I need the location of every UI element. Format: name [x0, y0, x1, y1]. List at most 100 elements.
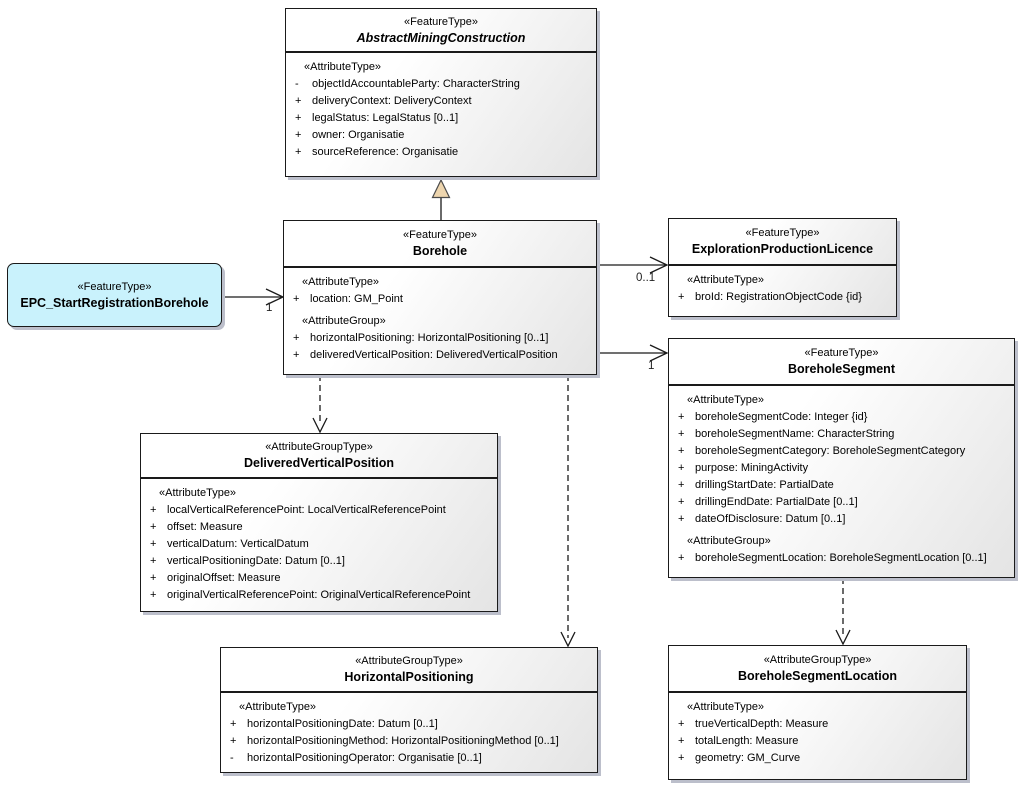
class-name: DeliveredVerticalPosition [243, 456, 395, 470]
attribute-text: sourceReference: Organisatie [312, 146, 459, 158]
stereotype-label: «FeatureType» [77, 280, 152, 293]
class-box-abstract-mining-construction: «FeatureType» AbstractMiningConstruction… [285, 8, 597, 177]
attribute-row: + horizontalPositioningDate: Datum [0..1] [221, 716, 597, 733]
attribute-row: +boreholeSegmentLocation: BoreholeSegmen… [669, 550, 1014, 567]
attribute-row: + owner: Organisatie [286, 127, 596, 144]
attribute-row: +purpose: MiningActivity [669, 460, 1014, 477]
attribute-text: boreholeSegmentName: CharacterString [695, 428, 895, 440]
dependency-borehole-to-horizontal-positioning [560, 375, 576, 648]
visibility-symbol: + [295, 95, 302, 107]
attribute-row: +trueVerticalDepth: Measure [669, 716, 966, 733]
visibility-symbol: + [150, 555, 157, 567]
visibility-symbol: + [678, 718, 685, 730]
visibility-symbol: + [678, 735, 685, 747]
class-box-delivered-vertical-position: «AttributeGroupType» DeliveredVerticalPo… [140, 433, 498, 612]
stereotype-section-header: «AttributeType» [159, 487, 237, 499]
attributes-compartment: «AttributeType» +localVerticalReferencePo… [141, 479, 497, 604]
stereotype-section-header: «AttributeType» [687, 274, 765, 286]
visibility-symbol: + [150, 572, 157, 584]
class-title: «AttributeGroupType» DeliveredVerticalPo… [141, 434, 497, 479]
attribute-row: +horizontalPositioning: HorizontalPositi… [284, 330, 596, 347]
visibility-symbol: - [230, 752, 234, 764]
attribute-text: boreholeSegmentCode: Integer {id} [695, 411, 868, 423]
visibility-symbol: + [150, 538, 157, 550]
visibility-symbol: + [678, 513, 685, 525]
attribute-row: + deliveryContext: DeliveryContext [286, 93, 596, 110]
stereotype-section-header: «AttributeType» [687, 394, 765, 406]
attribute-text: verticalPositioningDate: Datum [0..1] [167, 555, 345, 567]
class-name: Borehole [412, 244, 468, 258]
attribute-text: deliveryContext: DeliveryContext [312, 95, 472, 107]
attributes-compartment: «AttributeType»+location: GM_Point«Attri… [284, 268, 596, 364]
attribute-row: + originalVerticalReferencePoint: Origina… [141, 587, 497, 604]
attribute-row: -horizontalPositioningOperator: Organisa… [221, 750, 597, 767]
attribute-text: drillingStartDate: PartialDate [695, 479, 834, 491]
generalization-connector [431, 178, 451, 220]
visibility-symbol: + [678, 479, 685, 491]
attribute-row: +deliveredVerticalPosition: DeliveredVer… [284, 347, 596, 364]
association-borehole-to-segment [597, 344, 669, 362]
attribute-row: +localVerticalReferencePoint: LocalVerti… [141, 502, 497, 519]
class-title: «AttributeGroupType» BoreholeSegmentLoca… [669, 646, 966, 693]
stereotype-section-header: «AttributeType» [304, 61, 382, 73]
class-name: BoreholeSegment [788, 362, 895, 376]
attribute-text: dateOfDisclosure: Datum [0..1] [695, 513, 846, 525]
attribute-text: boreholeSegmentCategory: BoreholeSegment… [695, 445, 966, 457]
attribute-text: geometry: GM_Curve [695, 752, 801, 764]
stereotype-label: «FeatureType» [745, 227, 820, 239]
stereotype-section-header: «AttributeType» [239, 701, 317, 713]
attribute-text: owner: Organisatie [312, 129, 405, 141]
visibility-symbol: + [678, 291, 685, 303]
attribute-row: + totalLength: Measure [669, 733, 966, 750]
class-title: «FeatureType» BoreholeSegment [669, 339, 1014, 386]
attribute-row: + verticalPositioningDate: Datum [0..1] [141, 553, 497, 570]
attribute-row: + boreholeSegmentCode: Integer {id} [669, 409, 1014, 426]
attribute-row: + boreholeSegmentCategory: BoreholeSegmen… [669, 443, 1014, 460]
class-box-borehole: «FeatureType» Borehole «AttributeType»+l… [283, 220, 597, 375]
visibility-symbol: + [678, 752, 685, 764]
multiplicity-label: 0..1 [636, 272, 656, 284]
attribute-text: horizontalPositioningMethod: HorizontalP… [247, 735, 559, 747]
visibility-symbol: + [150, 521, 157, 533]
stereotype-label: «AttributeGroupType» [265, 441, 373, 453]
attribute-text: horizontalPositioningDate: Datum [0..1] [247, 718, 438, 730]
visibility-symbol: + [230, 735, 237, 747]
attribute-text: drillingEndDate: PartialDate [0..1] [695, 496, 858, 508]
attribute-row: + offset: Measure [141, 519, 497, 536]
class-box-epc-start-registration-borehole: «FeatureType» EPC_StartRegistrationBoreh… [7, 263, 222, 327]
association-borehole-to-licence [597, 256, 669, 274]
attribute-text: legalStatus: LegalStatus [0..1] [312, 112, 459, 124]
dependency-segment-to-segment-location [835, 578, 851, 646]
attributes-compartment: «AttributeType» +broId: RegistrationObjec… [669, 266, 896, 306]
visibility-symbol: + [295, 129, 302, 141]
visibility-symbol: + [678, 411, 685, 423]
visibility-symbol: + [678, 445, 685, 457]
class-name: ExplorationProductionLicence [691, 242, 874, 256]
attribute-text: offset: Measure [167, 521, 243, 533]
stereotype-label: «AttributeGroupType» [355, 655, 463, 667]
attribute-row: +legalStatus: LegalStatus [0..1] [286, 110, 596, 127]
stereotype-label: «FeatureType» [403, 229, 477, 241]
stereotype-label: «FeatureType» [804, 347, 879, 359]
attributes-compartment: «AttributeType»+horizontalPositioningDat… [221, 693, 597, 767]
attribute-row: + drillingEndDate: PartialDate [0..1] [669, 494, 1014, 511]
attribute-row: + horizontalPositioningMethod: Horizontal… [221, 733, 597, 750]
attribute-text: deliveredVerticalPosition: DeliveredVert… [310, 349, 558, 361]
attribute-row: + dateOfDisclosure: Datum [0..1] [669, 511, 1014, 528]
visibility-symbol: + [230, 718, 237, 730]
visibility-symbol: - [295, 78, 299, 90]
attribute-row: +broId: RegistrationObjectCode {id} [669, 289, 896, 306]
visibility-symbol: + [678, 552, 685, 564]
visibility-symbol: + [678, 496, 685, 508]
attribute-row: +boreholeSegmentName: CharacterString [669, 426, 1014, 443]
class-box-borehole-segment: «FeatureType» BoreholeSegment «Attribute… [668, 338, 1015, 578]
class-title: «FeatureType» AbstractMiningConstruction [286, 9, 596, 53]
attribute-text: originalOffset: Measure [167, 572, 281, 584]
attribute-text: purpose: MiningActivity [695, 462, 809, 474]
attribute-text: originalVerticalReferencePoint: Original… [167, 589, 471, 601]
visibility-symbol: + [150, 589, 157, 601]
stereotype-section-header: «AttributeGroup» [302, 315, 386, 327]
attribute-text: totalLength: Measure [695, 735, 799, 747]
attributes-compartment: «AttributeType»-objectIdAccountableParty… [286, 53, 596, 161]
